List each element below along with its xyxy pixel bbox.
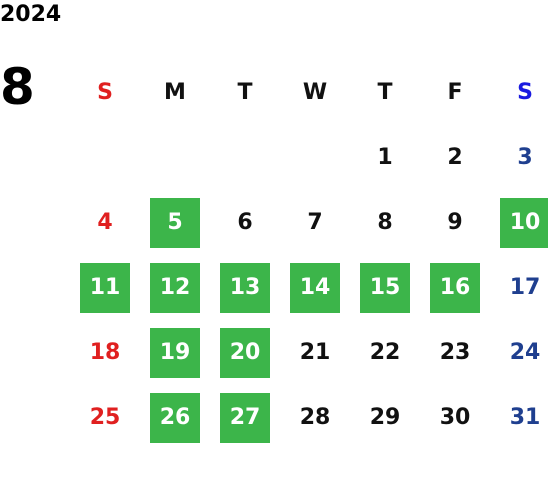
highlight-box: [150, 262, 200, 313]
day-cell[interactable]: 1: [350, 125, 420, 190]
day-cell[interactable]: 12: [140, 255, 210, 320]
day-number: 10: [509, 210, 541, 235]
day-number: 29: [369, 405, 401, 430]
day-number: 17: [509, 275, 541, 300]
day-number: 24: [509, 340, 541, 365]
weekday-header-fri: F: [447, 80, 463, 105]
day-cell[interactable]: 26: [140, 385, 210, 450]
day-number: 4: [97, 210, 113, 235]
day-cell[interactable]: 17: [490, 255, 548, 320]
empty-cell: [140, 125, 210, 190]
year-label: 2024: [0, 2, 62, 27]
day-cell[interactable]: 19: [140, 320, 210, 385]
weekday-header-tue: T: [237, 80, 253, 105]
day-cell[interactable]: 18: [70, 320, 140, 385]
day-cell[interactable]: 5: [140, 190, 210, 255]
day-cell[interactable]: 27: [210, 385, 280, 450]
day-number: 13: [229, 275, 261, 300]
day-number: 19: [159, 340, 191, 365]
highlight-box: [500, 197, 548, 248]
day-cell[interactable]: 9: [420, 190, 490, 255]
day-number: 11: [89, 275, 121, 300]
weekday-header-wed: W: [302, 80, 328, 105]
day-number: 21: [299, 340, 331, 365]
day-number: 30: [439, 405, 471, 430]
day-number: 18: [89, 340, 121, 365]
day-number: 22: [369, 340, 401, 365]
day-cell[interactable]: 21: [280, 320, 350, 385]
day-number: 16: [439, 275, 471, 300]
weekday-header-sun: S: [97, 80, 113, 105]
day-number: 15: [369, 275, 401, 300]
month-number: 8: [0, 58, 35, 116]
day-cell[interactable]: 22: [350, 320, 420, 385]
day-cell[interactable]: 11: [70, 255, 140, 320]
day-number: 3: [517, 145, 533, 170]
empty-cell: [70, 125, 140, 190]
highlight-box: [220, 327, 270, 378]
day-cell[interactable]: 4: [70, 190, 140, 255]
day-cell[interactable]: 16: [420, 255, 490, 320]
day-cell[interactable]: 15: [350, 255, 420, 320]
empty-cell: [210, 125, 280, 190]
day-cell[interactable]: 3: [490, 125, 548, 190]
day-cell[interactable]: 28: [280, 385, 350, 450]
weekday-header-mon: M: [164, 80, 186, 105]
day-cell[interactable]: 2: [420, 125, 490, 190]
highlight-box: [150, 197, 200, 248]
highlight-box: [290, 262, 340, 313]
day-cell[interactable]: 24: [490, 320, 548, 385]
day-number: 20: [229, 340, 261, 365]
day-cell[interactable]: 20: [210, 320, 280, 385]
day-cell[interactable]: 31: [490, 385, 548, 450]
day-number: 2: [447, 145, 463, 170]
day-number: 23: [439, 340, 471, 365]
day-number: 1: [377, 145, 393, 170]
highlight-box: [150, 327, 200, 378]
empty-cell: [280, 125, 350, 190]
day-cell[interactable]: 7: [280, 190, 350, 255]
day-number: 27: [229, 405, 261, 430]
weekday-header-sat: S: [517, 80, 533, 105]
day-number: 12: [159, 275, 191, 300]
day-cell[interactable]: 8: [350, 190, 420, 255]
day-cell[interactable]: 14: [280, 255, 350, 320]
highlight-box: [220, 262, 270, 313]
highlight-box: [360, 262, 410, 313]
day-number: 6: [237, 210, 253, 235]
day-number: 5: [167, 210, 183, 235]
weekday-header-thu: T: [377, 80, 393, 105]
day-cell[interactable]: 13: [210, 255, 280, 320]
day-number: 31: [509, 405, 541, 430]
day-cell[interactable]: 23: [420, 320, 490, 385]
day-number: 7: [307, 210, 323, 235]
day-cell[interactable]: 30: [420, 385, 490, 450]
day-cell[interactable]: 29: [350, 385, 420, 450]
highlight-box: [430, 262, 480, 313]
day-number: 14: [299, 275, 331, 300]
day-cell[interactable]: 25: [70, 385, 140, 450]
highlight-box: [150, 392, 200, 443]
day-number: 28: [299, 405, 331, 430]
day-number: 25: [89, 405, 121, 430]
day-number: 9: [447, 210, 463, 235]
day-number: 26: [159, 405, 191, 430]
highlight-box: [220, 392, 270, 443]
highlight-box: [80, 262, 130, 313]
day-cell[interactable]: 6: [210, 190, 280, 255]
day-number: 8: [377, 210, 393, 235]
day-cell[interactable]: 10: [490, 190, 548, 255]
